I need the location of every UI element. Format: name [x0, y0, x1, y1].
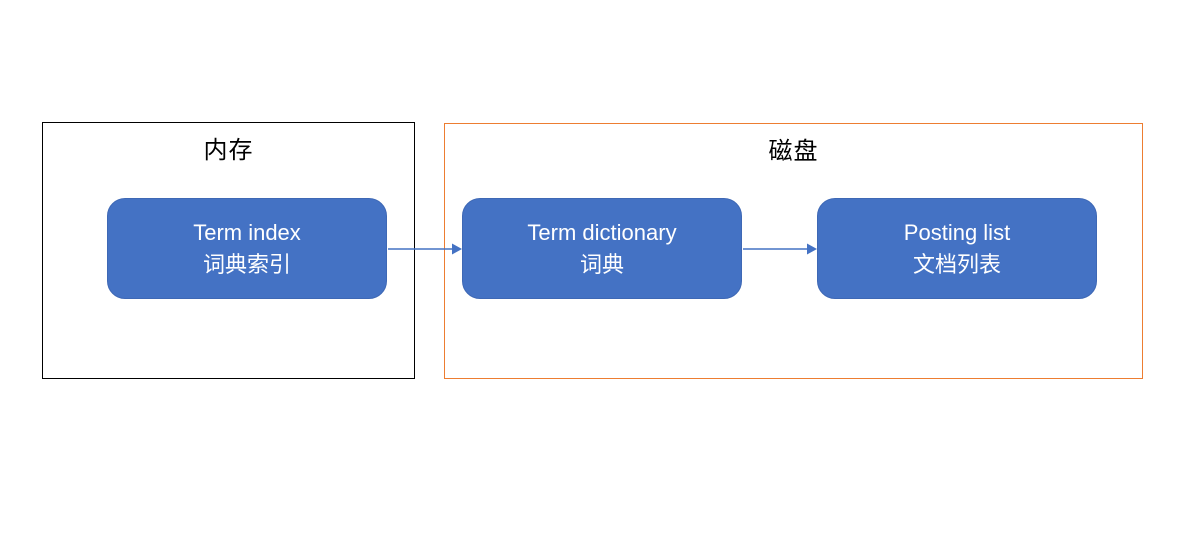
node-term-index: Term index 词典索引	[107, 198, 387, 299]
disk-container: 磁盘	[444, 123, 1143, 379]
node-posting-list: Posting list 文档列表	[817, 198, 1097, 299]
node-term-dictionary-label-en: Term dictionary	[527, 219, 677, 245]
memory-container: 内存	[42, 122, 415, 379]
node-posting-list-label-en: Posting list	[903, 219, 1011, 245]
node-term-dictionary-label-zh: 词典	[579, 251, 624, 277]
node-term-dictionary: Term dictionary 词典	[462, 198, 742, 299]
node-term-index-label-zh: 词典索引	[202, 251, 291, 277]
memory-container-label: 内存	[203, 137, 254, 164]
node-term-index-label-en: Term index	[193, 219, 301, 245]
node-posting-list-label-zh: 文档列表	[912, 251, 1001, 277]
disk-container-label: 磁盘	[768, 138, 819, 165]
